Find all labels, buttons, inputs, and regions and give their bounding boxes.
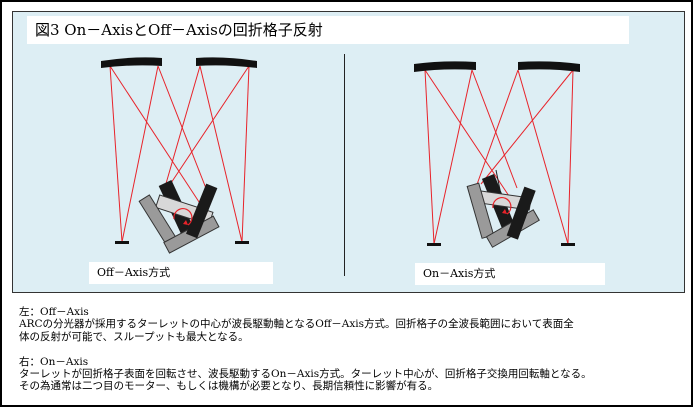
on-axis-diagram (414, 61, 580, 248)
grating-turret (466, 173, 540, 248)
beam (480, 69, 574, 185)
grating-turret (138, 180, 220, 254)
beam (109, 65, 202, 206)
caption-line: ARCの分光器が採用するターレットの中心が波長駆動軸となるOff－Axis方式。… (19, 318, 574, 331)
rotation-arrow (492, 197, 512, 215)
caption-heading: 左：Off－Axis (19, 306, 89, 318)
caption: 左：Off－Axis ARCの分光器が採用するターレットの中心が波長駆動軸となる… (19, 306, 685, 406)
caption-right: 右：On－Axis ターレットが回折格子表面を回転させ、波長駆動するOn－Axi… (19, 356, 685, 393)
off-axis-diagram (101, 57, 257, 254)
entrance-slit (427, 243, 441, 246)
beam (168, 65, 250, 187)
focusing-mirror (196, 57, 257, 68)
beam (567, 69, 574, 245)
beam (121, 65, 159, 243)
beam (471, 69, 518, 189)
caption-line: 体の反射が可能で、スループットも最大となる。 (19, 330, 249, 343)
collimating-mirror (101, 57, 162, 68)
on-axis-beams (424, 69, 574, 245)
rotation-arrowhead (502, 209, 507, 214)
caption-line: その為通常は二つ目のモーター、もしくは機構が必要となり、長期信頼性に影響が有る。 (19, 380, 439, 393)
grating (186, 183, 218, 239)
exit-slit (561, 243, 575, 246)
axis-pointer (495, 169, 501, 191)
off-axis-beams (109, 65, 250, 243)
beam (517, 69, 569, 245)
beam (199, 65, 243, 243)
focusing-mirror (518, 61, 580, 72)
exit-slit (235, 241, 249, 244)
panel-divider (344, 54, 345, 276)
collimating-mirror (414, 61, 476, 72)
figure-panel: 図3 On－AxisとOff－Axisの回折格子反射 (12, 11, 685, 293)
beam (162, 65, 201, 195)
beam (241, 65, 250, 243)
entrance-slit (115, 241, 129, 244)
beam (424, 69, 435, 245)
rotation-arrowhead (183, 220, 188, 225)
rotation-arrow (173, 208, 193, 226)
off-axis-label: Off－Axis方式 (89, 262, 273, 284)
beam (424, 69, 510, 197)
on-axis-label: On－Axis方式 (415, 263, 605, 285)
figure-title: 図3 On－AxisとOff－Axisの回折格子反射 (27, 16, 629, 44)
beam (433, 69, 473, 245)
beam (109, 65, 123, 243)
caption-left: 左：Off－Axis ARCの分光器が採用するターレットの中心が波長駆動軸となる… (19, 306, 685, 343)
caption-line: ターレットが回折格子表面を回転させ、波長駆動するOn－Axis方式。ターレット中… (19, 368, 592, 381)
beam (157, 65, 210, 197)
caption-heading: 右：On－Axis (19, 355, 89, 368)
grating (506, 186, 536, 240)
beam (474, 69, 519, 191)
